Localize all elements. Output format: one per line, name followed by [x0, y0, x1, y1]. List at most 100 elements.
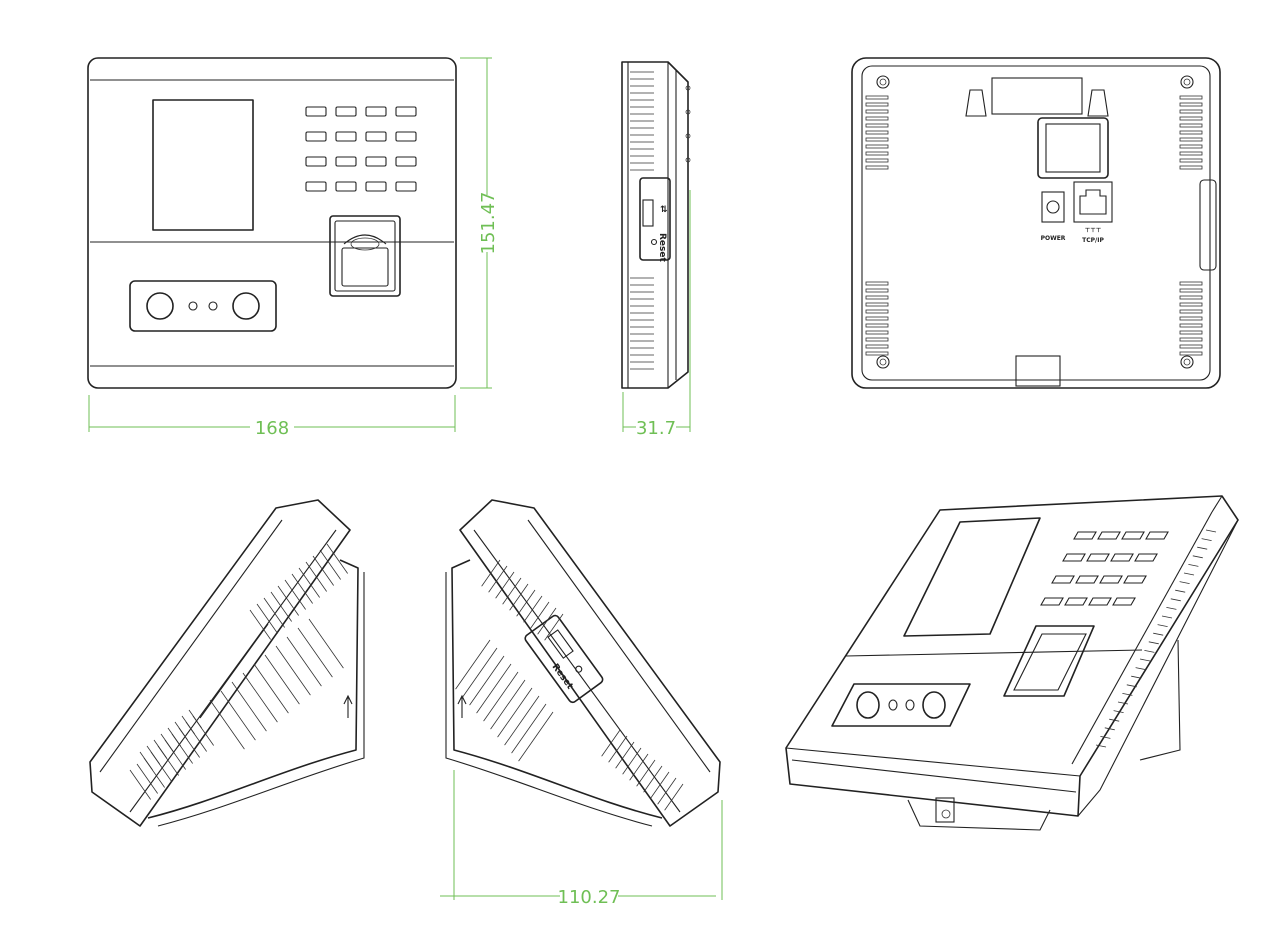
vent-slot: [1139, 658, 1151, 662]
keypad-key: [1110, 553, 1134, 562]
vent-slot: [636, 759, 656, 787]
vent-slot: [1179, 102, 1203, 107]
vent-slot: [1095, 744, 1107, 748]
vent-slot: [284, 579, 306, 610]
vent-slot: [865, 309, 889, 314]
vent-slot: [319, 549, 341, 580]
vent-slot: [865, 102, 889, 107]
vent-slot: [1179, 302, 1203, 307]
vent-slot: [146, 745, 160, 765]
keypad-key: [305, 106, 327, 117]
right-tilted-view: Reset 110.27: [440, 499, 723, 908]
vent-slot: [286, 636, 322, 687]
depth-dimension-label: 31.7: [636, 418, 676, 439]
vent-slot: [544, 613, 564, 641]
vent-slot: [1170, 598, 1181, 602]
vent-slot: [1179, 330, 1203, 335]
vent-slot: [167, 727, 181, 747]
vent-slot: [1175, 589, 1186, 593]
side-button: [685, 157, 691, 163]
vent-slot: [657, 777, 677, 805]
vent-slot: [865, 323, 889, 328]
iso-camera-module: [831, 683, 971, 727]
tcpip-label: TCP/IP: [1082, 237, 1104, 244]
vent-slot: [865, 137, 889, 142]
tilted-port-panel: [524, 614, 604, 704]
vent-slot: [1135, 667, 1146, 670]
vent-slot: [865, 95, 889, 100]
vent-slot: [1122, 693, 1133, 696]
vent-slot: [1197, 546, 1208, 550]
tilted-reset-label: Reset: [550, 662, 575, 692]
vent-slot: [1179, 295, 1203, 300]
vent-slot: [1179, 316, 1203, 321]
keypad-key: [305, 131, 327, 142]
vent-slot: [1179, 123, 1203, 128]
back-vents: [865, 95, 1203, 356]
vent-slot: [1109, 718, 1120, 722]
vent-slot: [865, 302, 889, 307]
keypad-key: [335, 156, 357, 167]
side-button: [685, 133, 691, 139]
vent-slot: [275, 645, 311, 696]
keypad-key: [1073, 531, 1097, 540]
keypad-key: [395, 181, 417, 192]
vent-slot: [865, 288, 889, 293]
vent-slot: [1179, 137, 1203, 142]
vent-slot: [256, 603, 278, 634]
power-jack: [1041, 191, 1065, 223]
bottom-clip: [1015, 355, 1061, 387]
vent-slot: [490, 679, 526, 730]
camera-module: [129, 280, 277, 332]
vent-slot: [249, 609, 271, 640]
vent-slot: [1179, 144, 1203, 149]
vent-slot: [497, 687, 533, 738]
vent-slot: [277, 585, 299, 616]
vent-slot: [298, 567, 320, 598]
keypad-key: [1075, 575, 1099, 584]
vent-slot: [865, 144, 889, 149]
side-vents: [630, 71, 691, 370]
keypad-key: [395, 156, 417, 167]
keypad-key: [365, 156, 387, 167]
vent-slot: [129, 769, 151, 800]
keypad-key: [1040, 597, 1064, 606]
front-screen: [152, 99, 254, 231]
keypad-key: [365, 106, 387, 117]
keypad-key: [1064, 597, 1088, 606]
vent-slot: [160, 733, 174, 753]
keypad-key: [365, 131, 387, 142]
vent-slot: [326, 543, 348, 574]
vent-slot: [1113, 710, 1124, 713]
vent-slot: [1104, 727, 1115, 731]
vent-slot: [502, 577, 522, 605]
vent-slot: [865, 151, 889, 156]
vent-slot: [305, 561, 327, 592]
vent-slot: [1179, 151, 1203, 156]
vent-slot: [469, 655, 505, 706]
vent-slot: [1179, 158, 1203, 163]
fingerprint-sensor: [329, 215, 401, 297]
vent-slot: [608, 735, 628, 763]
vent-slot: [865, 281, 889, 286]
vent-slot: [253, 663, 289, 714]
vent-slot: [1179, 337, 1203, 342]
vent-slot: [1179, 130, 1203, 135]
keypad-key: [335, 106, 357, 117]
vent-slot: [1179, 281, 1203, 286]
vent-slot: [1179, 95, 1203, 100]
vent-slot: [1131, 675, 1142, 679]
vent-slot: [615, 741, 635, 769]
vent-slot: [865, 109, 889, 114]
keypad-key: [1086, 553, 1110, 562]
width-dimension-label: 168: [255, 418, 289, 439]
iso-keypad: [1040, 531, 1169, 606]
vent-slot: [1179, 116, 1203, 121]
vent-slot: [865, 295, 889, 300]
height-dimension-label: 151.47: [478, 192, 499, 255]
vent-slot: [1148, 641, 1159, 645]
vent-slot: [481, 559, 501, 587]
vent-slot: [516, 589, 536, 617]
